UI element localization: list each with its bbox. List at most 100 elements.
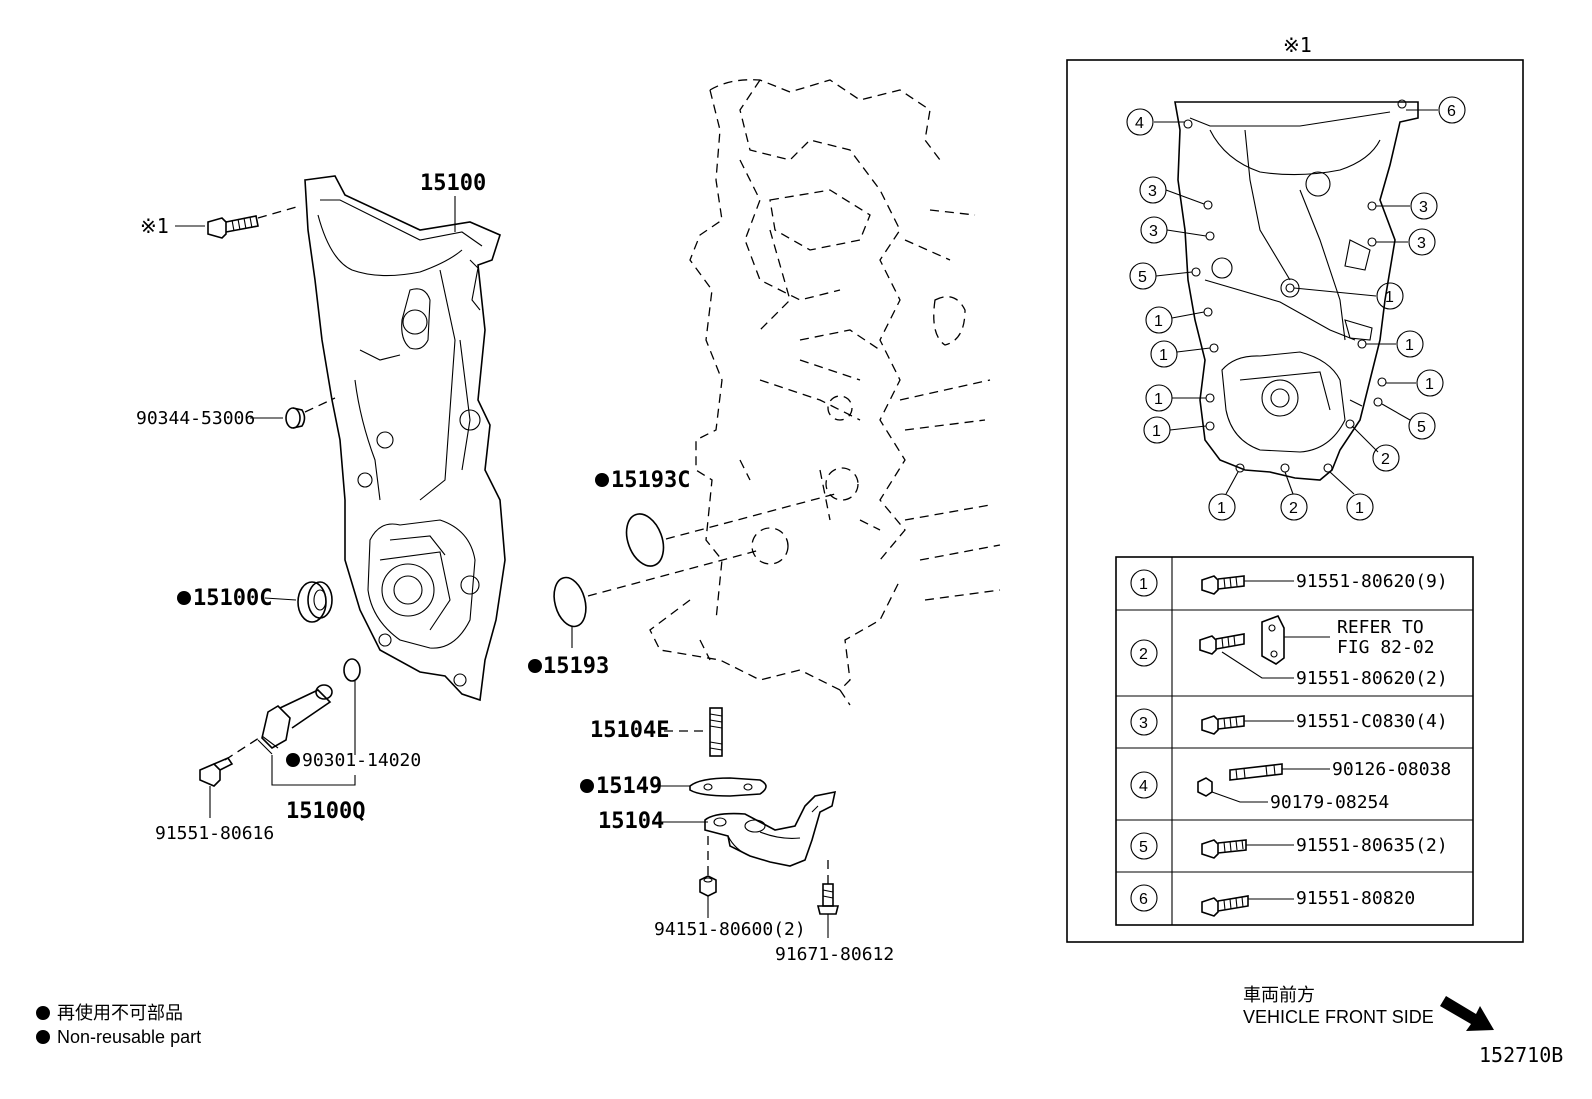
direction-en: VEHICLE FRONT SIDE [1243,1007,1434,1027]
callout-1b: 1 [1154,313,1163,330]
strainer-bolt-label: 91671-80612 [775,944,894,965]
callout-circle [1140,216,1168,244]
bolt-icon [1201,895,1249,917]
oring-c-label: 15193C [611,468,690,493]
callout-1g: 1 [1152,423,1161,440]
engine-block-drawing [649,79,1001,706]
callout-circle [1372,444,1400,472]
stud-label: 15104E [590,718,669,743]
nut-label: 94151-80600(2) [654,919,806,940]
oring-drawing [553,576,587,628]
callout-5b: 5 [1417,419,1426,436]
callout-1f: 1 [1154,391,1163,408]
oring-label: 15193 [543,654,609,679]
direction-indicator: 車両前方 VEHICLE FRONT SIDE [1243,985,1494,1031]
non-reusable-dot [595,473,609,487]
legend-dot [36,1006,50,1020]
callout-circle [1346,493,1374,521]
table-row-2-part: 91551-80620(2) [1296,668,1448,689]
callout-1e: 1 [1425,376,1434,393]
timing-cover-drawing [304,175,506,702]
table-row-1-part: 91551-80620(9) [1296,571,1448,592]
callout-circle [1408,412,1436,440]
table-row-6-num: 6 [1139,891,1148,908]
plug-label: 90344-53006 [136,408,255,429]
bolt-icon [1201,575,1245,595]
callout-6: 6 [1447,103,1456,120]
callout-1d: 1 [1405,337,1414,354]
callout-1i: 1 [1355,500,1364,517]
callout-1h: 1 [1217,500,1226,517]
sensor-oring-drawing [343,658,361,682]
legend-jp: 再使用不可部品 [57,1003,183,1023]
callout-circle [1438,96,1466,124]
non-reusable-dot [528,659,542,673]
callout-circle [1145,306,1173,334]
callout-4: 4 [1135,115,1144,132]
callout-circle [1410,192,1438,220]
callout-1a: 1 [1385,289,1394,306]
plug-drawing [285,397,336,429]
sensor-drawing [257,684,333,755]
non-reusable-dot [580,779,594,793]
callout-5a: 5 [1138,269,1147,286]
inset-title: ※1 [1283,33,1312,57]
nut-drawing [699,875,717,897]
oil-seal-label: 15100C [193,586,272,611]
bracket-icon [1261,614,1285,665]
bolt-icon [1199,633,1245,655]
sensor-bolt-label: 91551-80616 [155,823,274,844]
callout-circle [1408,228,1436,256]
ref-mark-label: ※1 [140,214,169,238]
callout-2b: 2 [1289,500,1298,517]
gasket-label: 15149 [596,774,662,799]
callout-circle [1126,108,1154,136]
bolt-table: 1 91551-80620(9) 2 REFER TO FIG 82-02 91… [1115,556,1474,926]
table-row-3-num: 3 [1139,715,1148,732]
table-row-4-nut: 90179-08254 [1270,792,1389,813]
sensor-oring-label: 90301-14020 [302,750,421,771]
ref-bolt-drawing [207,205,301,239]
callout-circle [1416,369,1444,397]
direction-arrow-icon [1440,996,1494,1031]
inset-cover-drawing [1174,99,1419,481]
sensor-bolt-drawing [199,735,263,787]
strainer-label: 15104 [598,809,664,834]
inset-callouts: 4 6 3 3 3 3 5 1 1 1 1 1 [1126,96,1466,521]
oring-c-drawing [625,513,665,567]
table-row-4-stud: 90126-08038 [1332,759,1451,780]
callout-2a: 2 [1381,451,1390,468]
strainer-drawing [704,790,837,867]
callout-1c: 1 [1159,347,1168,364]
table-row-2-num: 2 [1139,646,1148,663]
legend-en: Non-reusable part [57,1027,201,1047]
callout-3b: 3 [1149,223,1158,240]
bolt-icon [1201,715,1245,735]
non-reusable-dot [286,753,300,767]
callout-circle [1396,330,1424,358]
table-row-4-num: 4 [1139,778,1148,795]
table-row-2-ref: REFER TO [1337,617,1424,638]
strainer-bolt-drawing [816,883,840,915]
table-row-5-part: 91551-80635(2) [1296,835,1448,856]
table-row-6-part: 91551-80820 [1296,888,1415,909]
sensor-label: 15100Q [286,799,365,824]
inset-frame [1066,59,1524,943]
callout-circle [1145,384,1173,412]
callout-3c: 3 [1419,199,1428,216]
non-reusable-dot [177,591,191,605]
stud-drawing [709,707,723,757]
callout-circle [1143,416,1171,444]
callout-circle [1280,493,1308,521]
timing-cover-label: 15100 [420,171,486,196]
direction-jp: 車両前方 [1243,985,1315,1005]
bolt-icon [1201,839,1247,859]
legend: 再使用不可部品 Non-reusable part [36,1003,201,1047]
callout-circle [1208,493,1236,521]
gasket-drawing [689,777,767,797]
callout-circle [1139,176,1167,204]
callout-circle [1376,282,1404,310]
table-row-2-fig: FIG 82-02 [1337,637,1435,658]
callout-circle [1150,340,1178,368]
table-row-3-part: 91551-C0830(4) [1296,711,1448,732]
